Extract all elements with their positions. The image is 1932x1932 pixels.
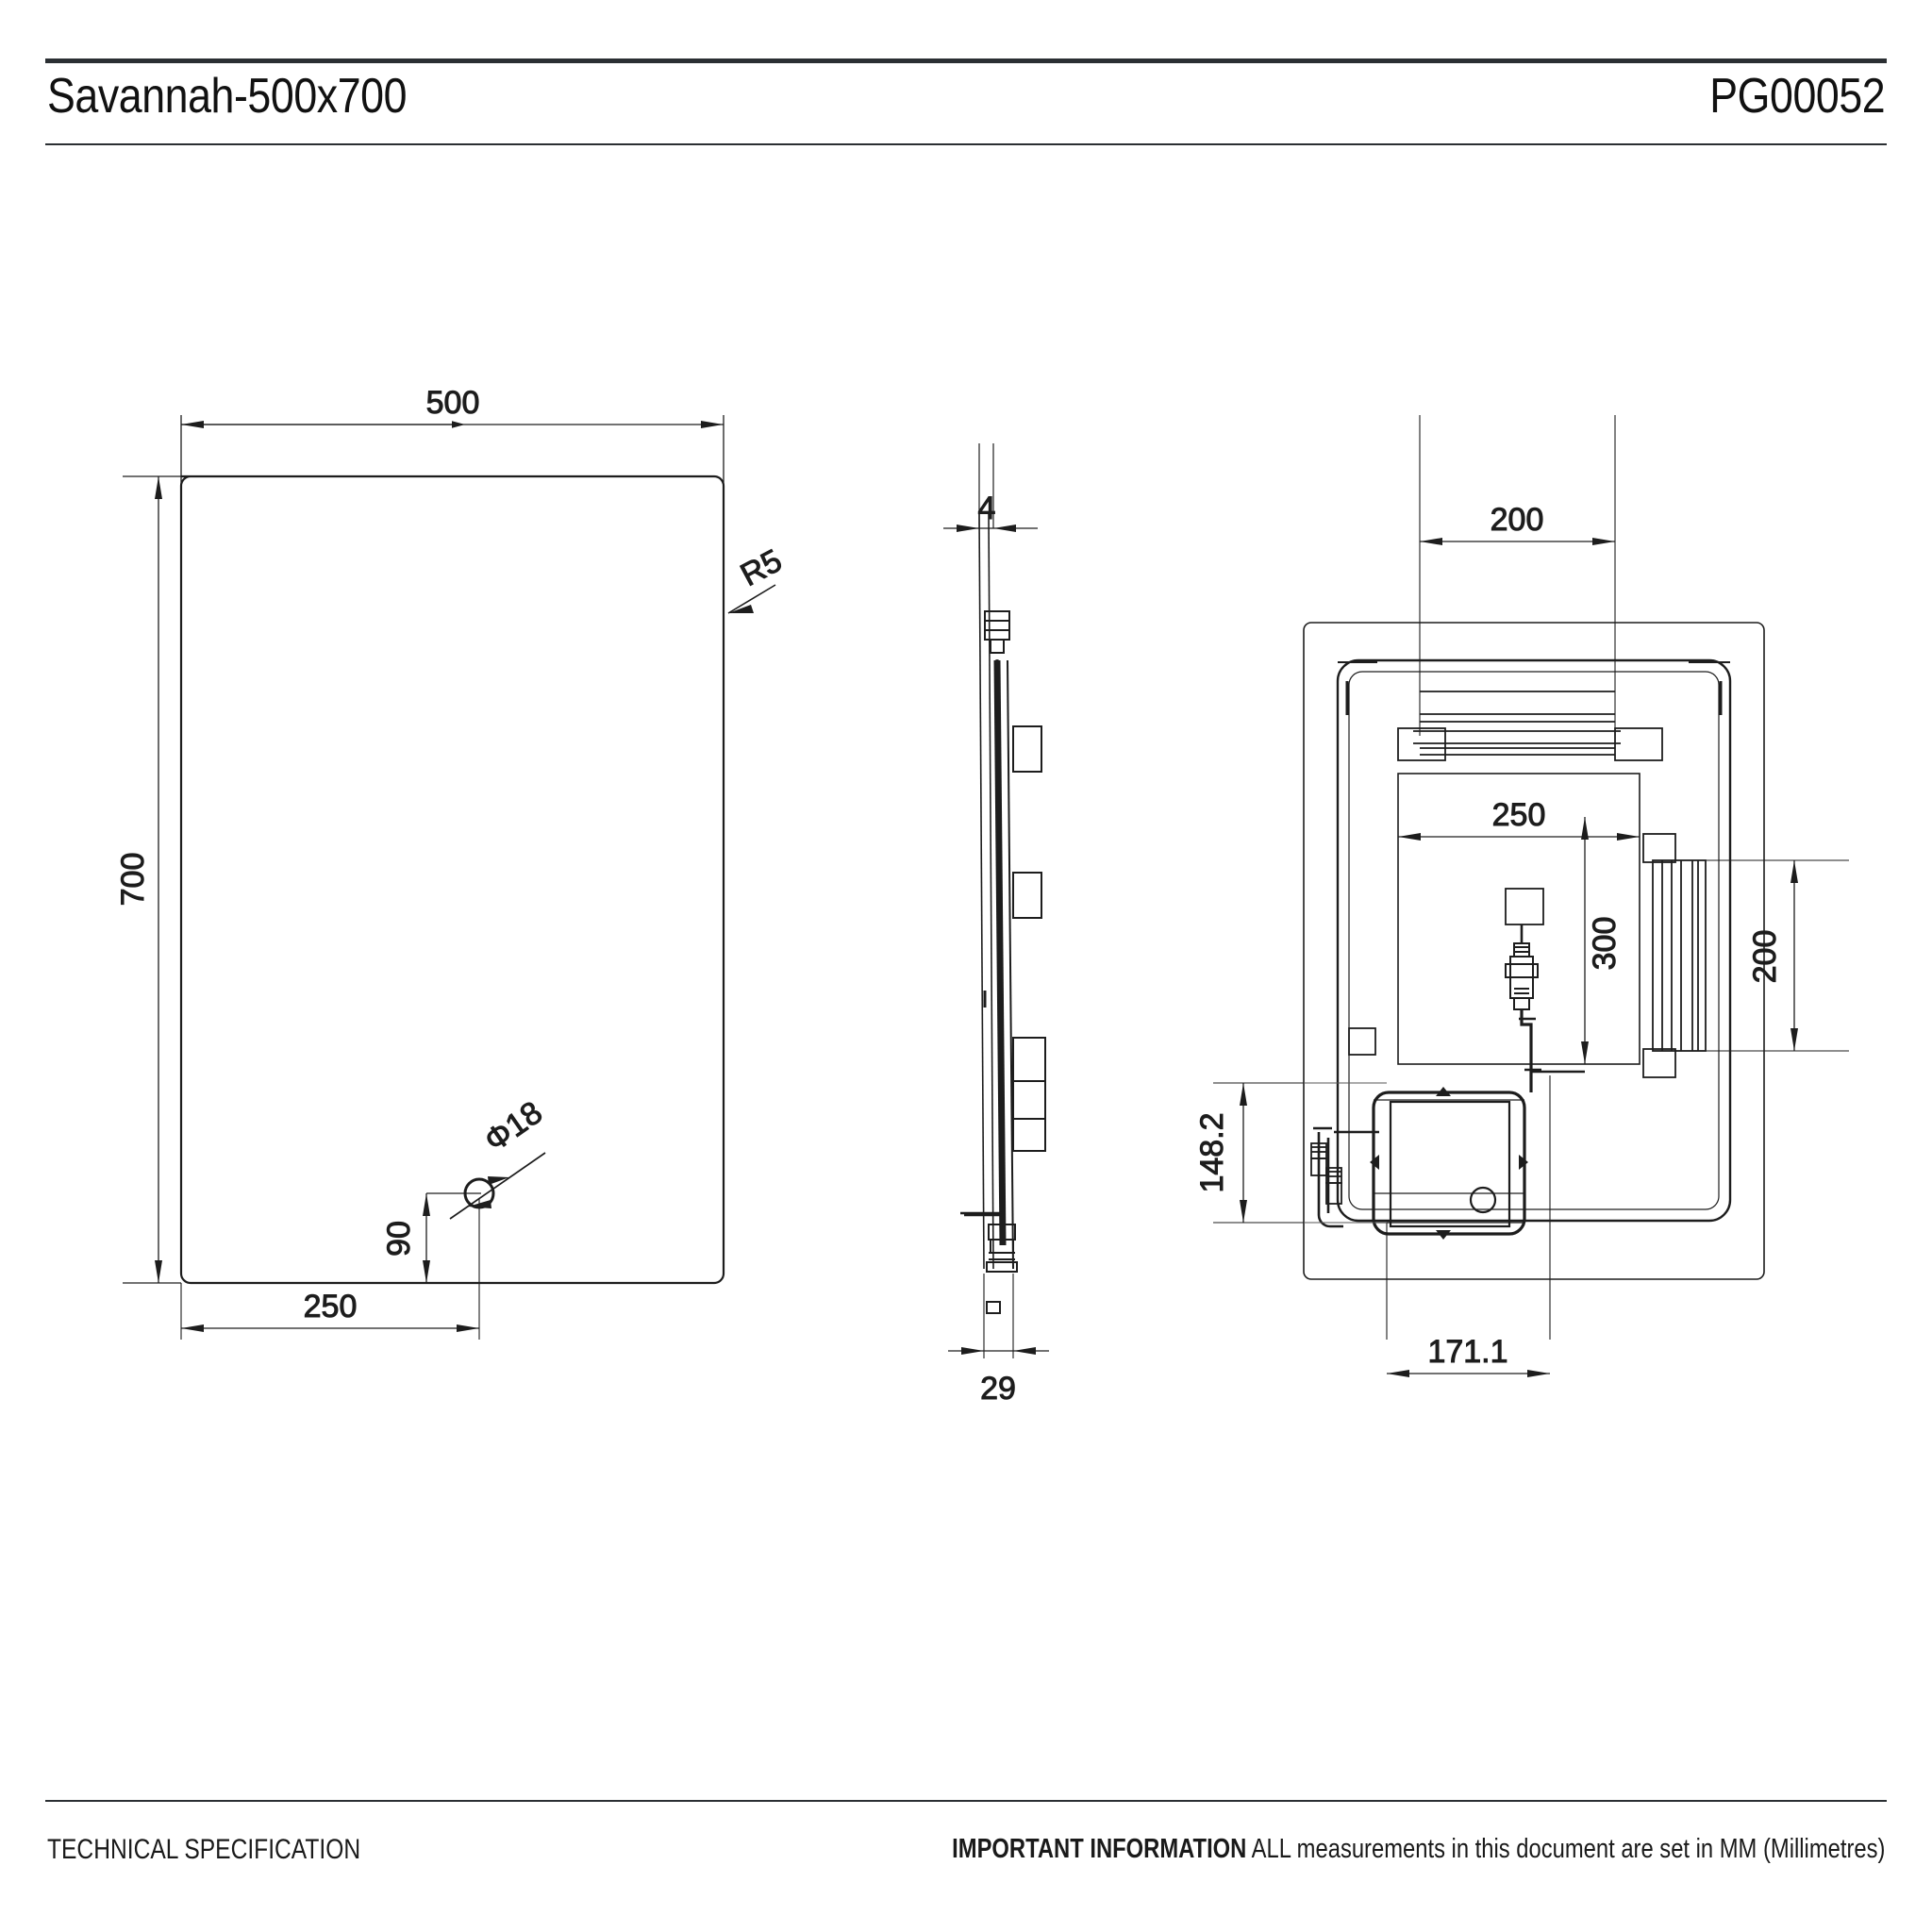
- rear-inner-panel: [1397, 773, 1641, 1065]
- rear-driver-screw-left: [1370, 1155, 1379, 1170]
- footer-important-label: IMPORTANT INFORMATION: [951, 1834, 1246, 1864]
- front-dim-250-ext: [180, 1198, 480, 1340]
- footer-technical-specification: TECHNICAL SPECIFICATION: [47, 1834, 361, 1865]
- front-dim-250: [181, 1324, 479, 1332]
- rear-demister-tab-bottom: [1642, 1048, 1676, 1078]
- rear-dim-300: [1581, 817, 1589, 1064]
- footer-rule: [45, 1800, 1887, 1802]
- rear-demister-pad: [1652, 859, 1707, 1052]
- side-view-tab-1: [1012, 725, 1042, 773]
- rear-dim-200-ext: [1419, 415, 1616, 736]
- rear-driver-horizontal-label: 171.1: [1427, 1334, 1507, 1370]
- side-dim-29-ext: [983, 1274, 1014, 1358]
- rear-driver-screw-top: [1436, 1087, 1451, 1096]
- rear-led-strip-tab-right: [1614, 727, 1663, 761]
- rear-connector: [1505, 942, 1539, 1010]
- rear-driver-box-lines: [1374, 1099, 1524, 1224]
- rear-sensor-pad: [1505, 888, 1544, 925]
- page-title: Savannah-500x700: [47, 69, 408, 124]
- rear-led-strip-tab-left: [1397, 727, 1446, 761]
- rear-panel-width-label: 250: [1492, 797, 1546, 833]
- front-dim-90: [423, 1192, 481, 1283]
- rear-dim-250: [1398, 833, 1640, 841]
- front-hole-diameter-label: Φ18: [478, 1094, 549, 1158]
- side-view-body: [993, 659, 1007, 1246]
- rear-outer-panel: [1303, 622, 1765, 1280]
- side-view-tab-2: [1012, 872, 1042, 919]
- footer-important-information: IMPORTANT INFORMATION ALL measurements i…: [952, 1834, 1885, 1865]
- rear-dim-200: [1420, 538, 1615, 545]
- rear-driver-port: [1469, 1186, 1497, 1214]
- front-hole-leader: [449, 1152, 546, 1220]
- rear-led-frame-inner: [1348, 671, 1720, 1210]
- front-hole-vertical-label: 90: [381, 1221, 417, 1257]
- side-view-top-bracket: [984, 610, 1010, 665]
- rear-dim-1482: [1240, 1083, 1247, 1223]
- front-height-label: 700: [115, 853, 151, 907]
- rear-mains-connector-a: [1310, 1142, 1327, 1176]
- rear-panel-height-label: 300: [1587, 917, 1623, 971]
- side-view-body-edge: [1007, 659, 1014, 1270]
- rear-led-frame: [1336, 658, 1732, 1223]
- front-view: [179, 475, 725, 1285]
- front-corner-radius-label: R5: [735, 542, 788, 593]
- side-dim-4: [943, 443, 1038, 532]
- rear-small-square-left: [1348, 1027, 1376, 1056]
- rear-dim-200r-ext: [1675, 859, 1849, 1052]
- header-rule-bottom: [45, 143, 1887, 145]
- front-radius-leader: [727, 584, 776, 614]
- rear-driver-box-inner: [1389, 1100, 1511, 1228]
- side-dim-29: [948, 1347, 1049, 1355]
- header-rule-top: [45, 58, 1887, 63]
- front-dim-500: [180, 415, 724, 486]
- rear-driver-screw-right: [1519, 1155, 1528, 1170]
- rear-dim-200r: [1790, 860, 1798, 1051]
- side-view-tab-3: [1012, 1037, 1046, 1152]
- footer-units-note: ALL measurements in this document are se…: [1245, 1834, 1885, 1864]
- rear-wire-main: [1520, 1009, 1533, 1092]
- rear-demister-height-label: 200: [1747, 930, 1783, 984]
- front-hole-horizontal-label: 250: [304, 1289, 358, 1324]
- rear-demister-tab-top: [1642, 833, 1676, 863]
- rear-dim-1711-ext: [1386, 1075, 1551, 1340]
- product-code: PG00052: [1709, 69, 1885, 124]
- rear-driver-box-outer: [1372, 1091, 1526, 1236]
- side-view-glass: [978, 513, 994, 1270]
- rear-dim-1482-ext: [1213, 1082, 1387, 1224]
- side-thickness-label: 4: [978, 491, 996, 526]
- rear-dim-1711: [1387, 1370, 1550, 1377]
- side-depth-label: 29: [980, 1371, 1016, 1407]
- rear-construction-lines: [1304, 1082, 1387, 1224]
- side-view-bottom-driver: [986, 1224, 1018, 1314]
- rear-driver-vertical-label: 148.2: [1194, 1112, 1230, 1192]
- rear-led-width-label: 200: [1491, 502, 1544, 538]
- rear-mains-connector-b: [1325, 1167, 1342, 1205]
- rear-led-strip: [1413, 691, 1621, 756]
- front-dim-700: [123, 475, 181, 1284]
- front-width-label: 500: [426, 385, 480, 421]
- rear-wire-tick: [1519, 1017, 1541, 1072]
- rear-driver-screw-bottom: [1436, 1230, 1451, 1240]
